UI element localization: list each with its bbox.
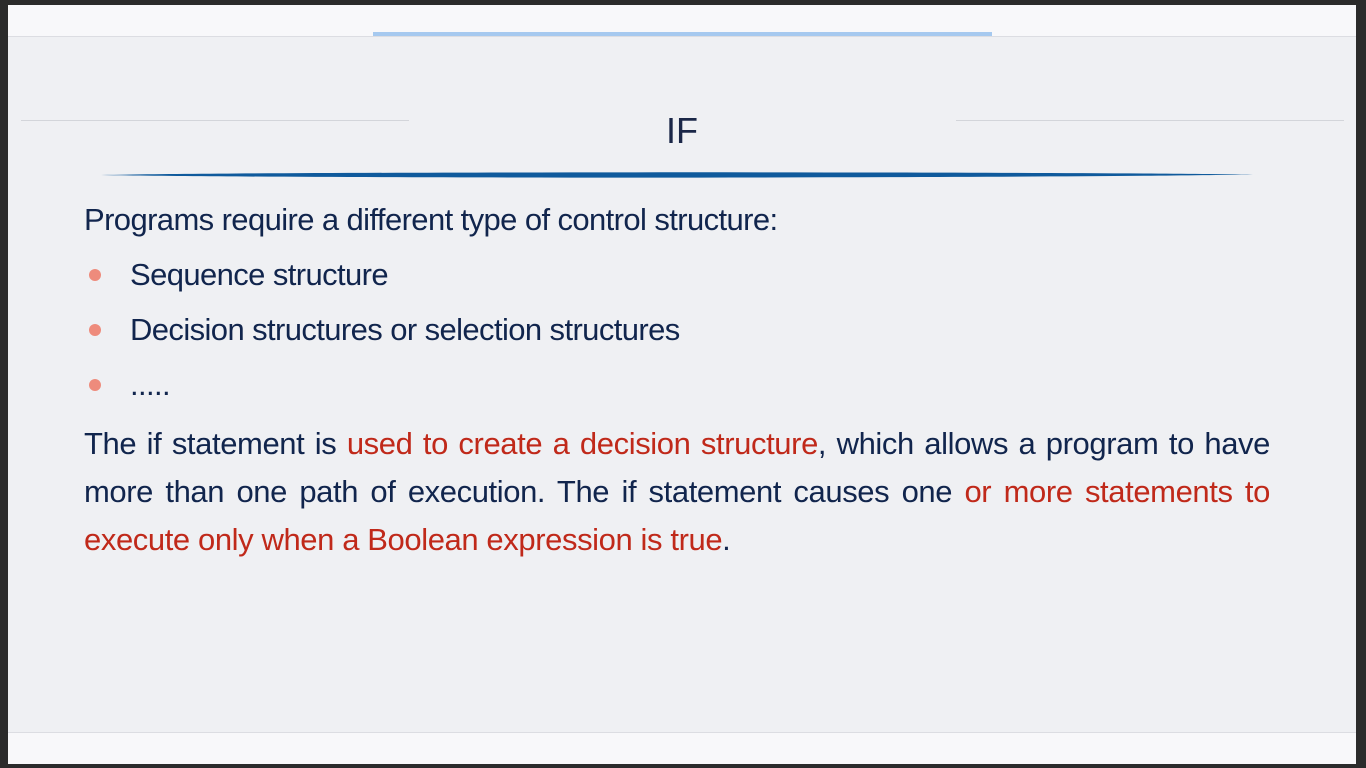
bullet-text: ..... <box>130 367 171 402</box>
paragraph-text: , which allows a program to have more th… <box>84 426 1270 509</box>
bullet-item: ..... <box>84 365 1270 405</box>
bullet-dot-icon <box>89 269 101 281</box>
if-statement-paragraph: The if statement is used to create a dec… <box>84 420 1270 564</box>
paragraph-highlight: used to create a decision structure <box>346 426 818 461</box>
bullet-dot-icon <box>89 324 101 336</box>
bullet-text: Decision structures or selection structu… <box>130 312 680 347</box>
bullet-dot-icon <box>89 379 101 391</box>
top-accent-bar <box>373 32 992 36</box>
bullet-item: Decision structures or selection structu… <box>84 310 1270 350</box>
bottom-bar <box>8 732 1356 764</box>
slide-body: Programs require a different type of con… <box>84 200 1270 564</box>
title-divider-right <box>956 120 1344 121</box>
top-bar <box>8 5 1356 37</box>
bullet-list: Sequence structure Decision structures o… <box>84 255 1270 405</box>
intro-text: Programs require a different type of con… <box>84 202 778 237</box>
title-underline-stroke <box>101 172 1253 178</box>
title-divider-left <box>21 120 409 121</box>
bullet-text: Sequence structure <box>130 257 389 292</box>
slide-canvas: IF Programs require a different type of … <box>8 5 1356 764</box>
bullet-item: Sequence structure <box>84 255 1270 295</box>
paragraph-highlight: or more statements to execute only when … <box>84 474 1270 557</box>
paragraph-text: . <box>722 522 731 557</box>
slide-title: IF <box>666 110 698 151</box>
paragraph-text: The if statement is <box>84 426 347 461</box>
